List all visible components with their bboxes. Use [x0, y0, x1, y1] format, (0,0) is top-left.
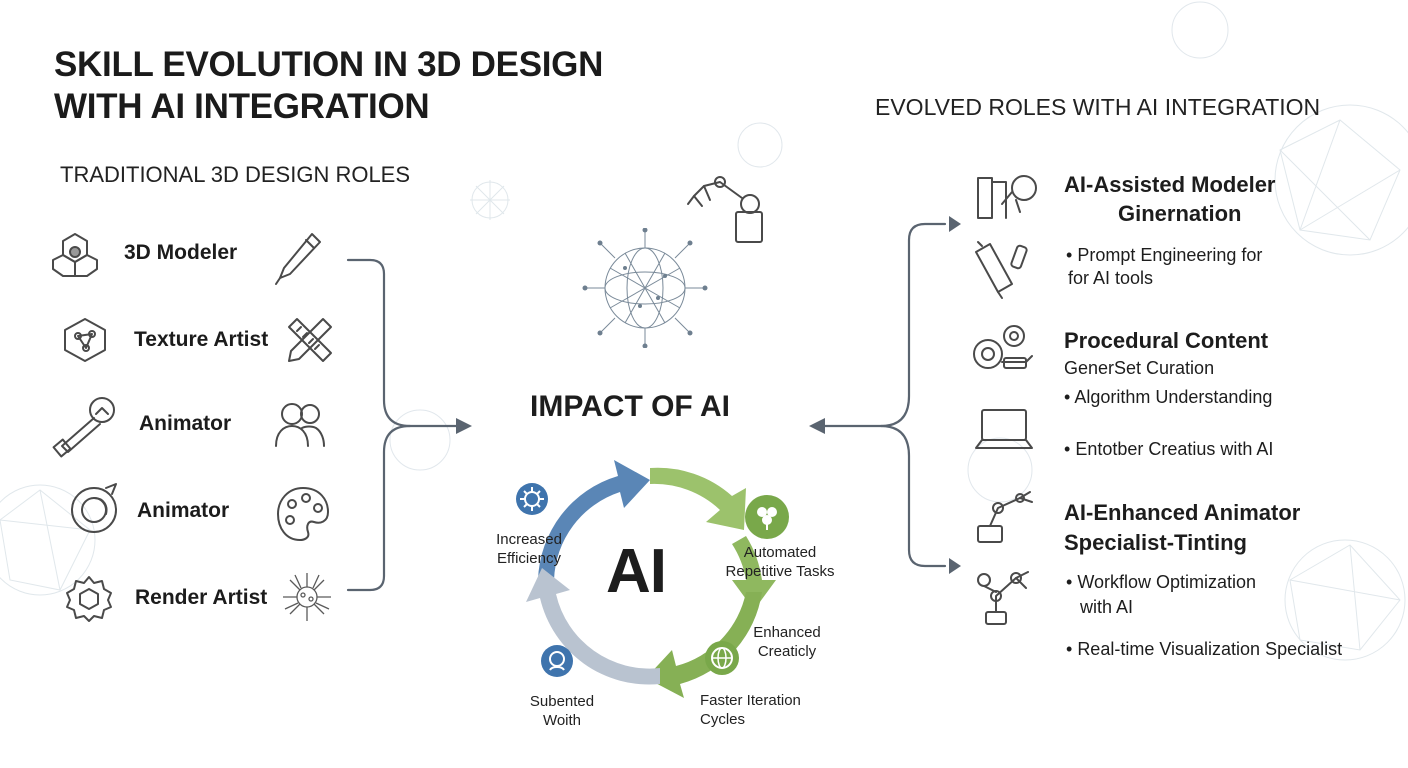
evolved-bullet-3: • Entotber Creatius with AI	[1064, 439, 1274, 459]
molecule-hexagon-icon	[60, 316, 110, 364]
evolved-title-procedural-content: Procedural Content	[1064, 328, 1269, 353]
evolved-bullet-3-text: Entotber Creatius with AI	[1075, 439, 1274, 459]
role-label-animator-2: Animator	[137, 499, 230, 522]
evolved-bullet-4: • Workflow Optimization	[1066, 572, 1257, 592]
globe-icon	[704, 640, 740, 676]
virus-burst-icon	[281, 571, 333, 623]
gear-cluster-icon	[968, 322, 1038, 378]
impact-heading: IMPACT OF AI	[530, 390, 730, 423]
role-label-3d-modeler: 3D Modeler	[124, 241, 238, 264]
robot-lamp-icon	[972, 168, 1042, 224]
robot-arm-icon	[972, 486, 1042, 546]
evolved-bullet-4-cont: with AI	[1080, 597, 1134, 617]
cycle-arrow-blue	[538, 460, 650, 580]
ai-impact-cycle	[526, 460, 776, 698]
evolved-bullet-5: • Real-time Visualization Specialist	[1066, 639, 1343, 659]
swirl-ring-icon	[66, 480, 124, 536]
cycle-arrow-green-right	[732, 536, 776, 610]
evolved-bullet-1: • Prompt Engineering for	[1066, 245, 1263, 265]
evolved-title-ai-enhanced-animator: AI-Enhanced Animator	[1064, 500, 1301, 525]
gear-icon	[515, 482, 549, 516]
spray-tool-icon	[970, 240, 1034, 300]
role-label-animator-1: Animator	[139, 412, 232, 435]
evolved-subtitle-generset-curation: GenerSet Curation	[1064, 358, 1215, 378]
robot-arm-icon-center	[680, 172, 780, 248]
evolved-subtitle-specialist-tinting: Specialist-Tinting	[1064, 530, 1247, 555]
left-bracket-connector	[346, 258, 472, 592]
laptop-icon	[972, 404, 1036, 454]
evolved-heading: EVOLVED ROLES WITH AI INTEGRATION	[875, 94, 1321, 120]
ai-core-label: AI	[606, 537, 667, 606]
traditional-heading: TRADITIONAL 3D DESIGN ROLES	[60, 162, 411, 187]
pen-tool-icon	[272, 230, 324, 286]
page-title: SKILL EVOLUTION IN 3D DESIGN WITH AI INT…	[54, 44, 603, 128]
evolved-bullet-2: • Algorithm Understanding	[1064, 387, 1273, 407]
role-label-render-artist: Render Artist	[135, 586, 268, 609]
role-label-texture-artist: Texture Artist	[134, 328, 269, 351]
evolved-bullet-2-text: Algorithm Understanding	[1074, 387, 1273, 407]
palette-icon	[274, 484, 332, 544]
wrench-icon	[50, 394, 120, 458]
title-line-2: WITH AI INTEGRATION	[54, 87, 430, 126]
bot-head-icon	[540, 644, 574, 678]
cycle-arrow-gray	[526, 568, 660, 685]
evolved-bullet-1-text: Prompt Engineering for	[1077, 245, 1263, 265]
gear-hexagon-icon	[64, 574, 114, 624]
hexagon-cluster-icon	[50, 230, 100, 280]
evolved-bullet-1-cont: for AI tools	[1068, 268, 1154, 288]
people-icon	[272, 396, 328, 452]
title-line-1: SKILL EVOLUTION IN 3D DESIGN	[54, 45, 604, 84]
cycle-arrow-green-bottom	[646, 592, 762, 698]
evolved-title-ai-assisted-modeler: AI-Assisted Modeler	[1064, 172, 1276, 197]
evolved-bullet-5-text: Real-time Visualization Specialist	[1077, 639, 1343, 659]
robot-arm-small-icon	[972, 562, 1038, 628]
ruler-pencil-icon	[283, 313, 337, 367]
evolved-subtitle-ginernation: Ginernation	[1118, 201, 1242, 226]
cycle-arrow-green-top	[650, 467, 746, 530]
evolved-bullet-4-text: Workflow Optimization	[1077, 572, 1257, 592]
network-globe-icon	[582, 228, 708, 348]
right-bracket-connector	[809, 216, 961, 574]
clover-icon	[744, 494, 790, 540]
